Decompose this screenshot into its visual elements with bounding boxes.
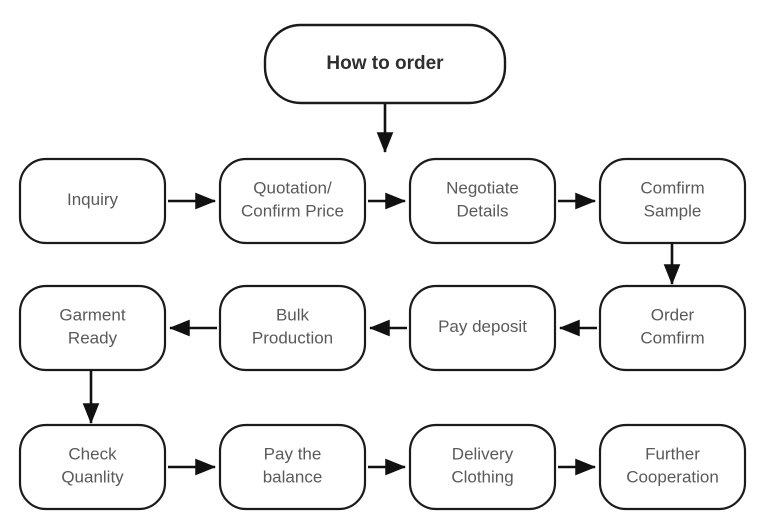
node-label-line: Details xyxy=(457,202,509,221)
node-label-line: balance xyxy=(263,468,323,487)
connectors-layer xyxy=(82,103,681,476)
node-label-pay-deposit: Pay deposit xyxy=(438,317,527,336)
node-box-pay-the-balance xyxy=(218,423,367,511)
node-label-line: Quotation/ xyxy=(253,179,332,198)
node-label-line: Sample xyxy=(644,202,702,221)
node-box-pay-deposit xyxy=(408,284,557,372)
node-label-line: Further xyxy=(645,445,700,464)
node-box-inquiry xyxy=(18,157,167,245)
node-label-quotation-confirm-price: Quotation/Confirm Price xyxy=(241,179,344,221)
node-label-line: Cooperation xyxy=(626,468,719,487)
node-label-line: Clothing xyxy=(451,468,513,487)
node-label-line: Order xyxy=(651,306,695,325)
flow-node-pay-deposit[interactable]: Pay deposit xyxy=(408,284,557,372)
node-label-line: Check xyxy=(68,445,117,464)
node-box-how-to-order xyxy=(263,23,507,105)
node-label-inquiry: Inquiry xyxy=(67,190,119,209)
flow-node-pay-the-balance[interactable]: Pay the balance xyxy=(218,423,367,511)
node-label-line: Inquiry xyxy=(67,190,119,209)
node-label-line: Quanlity xyxy=(61,468,124,487)
node-label-line: Confirm Price xyxy=(241,202,344,221)
node-label-line: Delivery xyxy=(452,445,514,464)
node-label-line: Bulk xyxy=(276,306,310,325)
node-label-how-to-order: How to order xyxy=(326,53,444,74)
node-box-check-quanlity xyxy=(18,423,167,511)
node-label-line: Production xyxy=(252,329,333,348)
node-box-further-cooperation xyxy=(598,423,747,511)
node-box-quotation-confirm-price xyxy=(218,157,367,245)
flow-node-inquiry[interactable]: Inquiry xyxy=(18,157,167,245)
node-label-line: Pay deposit xyxy=(438,317,527,336)
node-box-bulk-production xyxy=(218,284,367,372)
node-label-line: Garment xyxy=(59,306,125,325)
node-box-comfirm-sample xyxy=(598,157,747,245)
flow-node-quotation-confirm-price[interactable]: Quotation/Confirm Price xyxy=(218,157,367,245)
node-label-line: Ready xyxy=(68,329,118,348)
node-label-pay-the-balance: Pay the balance xyxy=(263,445,323,487)
node-box-negotiate-details xyxy=(408,157,557,245)
node-box-delivery-clothing xyxy=(408,423,557,511)
node-label-line: Negotiate xyxy=(446,179,519,198)
node-box-garment-ready xyxy=(18,284,167,372)
node-box-order-comfirm xyxy=(598,284,747,372)
node-label-line: Comfirm xyxy=(640,329,704,348)
node-label-line: Pay the xyxy=(264,445,322,464)
node-label-line: How to order xyxy=(326,53,444,74)
node-label-line: Comfirm xyxy=(640,179,704,198)
flow-node-how-to-order[interactable]: How to order xyxy=(263,23,507,105)
